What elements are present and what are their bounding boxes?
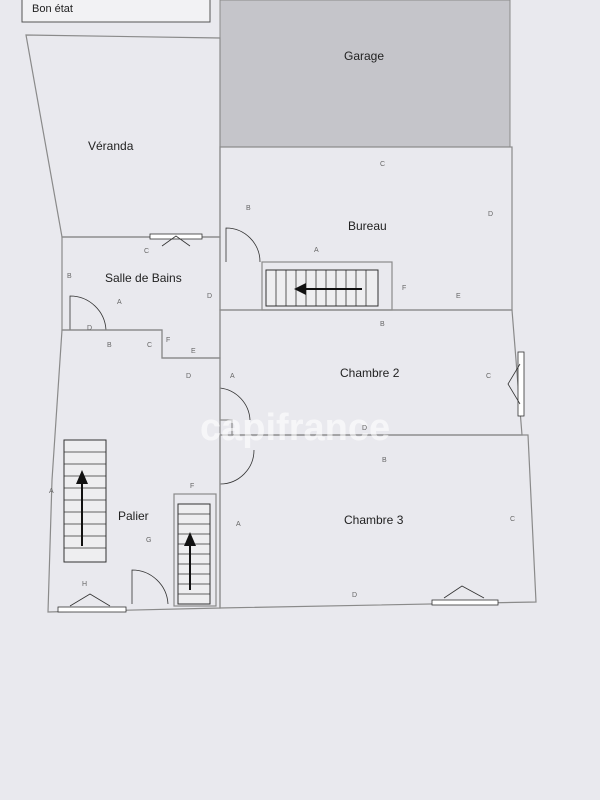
garage-label: Garage bbox=[344, 49, 384, 63]
palier-window bbox=[57, 606, 127, 613]
left-stair-arrow-head bbox=[76, 470, 88, 484]
chambre3-door bbox=[219, 449, 255, 485]
wall-letter: A bbox=[314, 247, 319, 254]
wall-letter: B bbox=[382, 457, 387, 464]
wall-letter: F bbox=[166, 337, 170, 344]
chambre3-window bbox=[431, 599, 499, 606]
sdb-window bbox=[149, 233, 203, 240]
wall-letter: B bbox=[67, 273, 72, 280]
salle-de-bains-door bbox=[69, 295, 107, 331]
wall-letter: E bbox=[191, 348, 196, 355]
palier-label: Palier bbox=[118, 509, 149, 523]
wall-letter: A bbox=[117, 299, 122, 306]
salle-de-bains-label: Salle de Bains bbox=[105, 271, 182, 285]
wall-letter: E bbox=[456, 293, 461, 300]
bureau-stair-arrow-head bbox=[294, 283, 306, 295]
wall-letter: A bbox=[49, 488, 54, 495]
veranda-label: Véranda bbox=[88, 139, 134, 153]
wall-letter: F bbox=[190, 483, 194, 490]
watermark: capifrance bbox=[200, 407, 390, 449]
center-stair-frame bbox=[173, 493, 217, 607]
wall-letter: G bbox=[146, 537, 151, 544]
wall-letter: D bbox=[207, 293, 212, 300]
wall-letter: C bbox=[486, 373, 491, 380]
wall-letter: D bbox=[488, 211, 493, 218]
wall-letter: D bbox=[186, 373, 191, 380]
garage-area bbox=[219, 0, 511, 148]
legend-text: Bon état bbox=[32, 3, 73, 15]
wall-letter: C bbox=[147, 342, 152, 349]
left-stair bbox=[63, 439, 107, 563]
wall-letter: F bbox=[402, 285, 406, 292]
chambre2-window bbox=[517, 351, 525, 417]
wall-letter: B bbox=[380, 321, 385, 328]
legend-box bbox=[21, 0, 211, 23]
bureau-door bbox=[225, 227, 261, 263]
wall-letter: C bbox=[510, 516, 515, 523]
wall-letter: D bbox=[362, 425, 367, 432]
wall-letter: B bbox=[246, 205, 251, 212]
center-stair-arrow-head bbox=[184, 532, 196, 546]
wall-letter: C bbox=[380, 161, 385, 168]
chambre3-label: Chambre 3 bbox=[344, 513, 404, 527]
wall-letter: D bbox=[352, 592, 357, 599]
wall-letter: D bbox=[87, 325, 92, 332]
wall-letter: H bbox=[82, 581, 87, 588]
palier-door bbox=[131, 569, 169, 605]
wall-letter: A bbox=[230, 373, 235, 380]
wall-letter: C bbox=[144, 248, 149, 255]
wall-letter: B bbox=[107, 342, 112, 349]
palier-area bbox=[47, 329, 221, 613]
bureau-label: Bureau bbox=[348, 219, 387, 233]
wall-letter: A bbox=[236, 521, 241, 528]
chambre2-label: Chambre 2 bbox=[340, 366, 400, 380]
chambre2-door bbox=[219, 387, 251, 421]
